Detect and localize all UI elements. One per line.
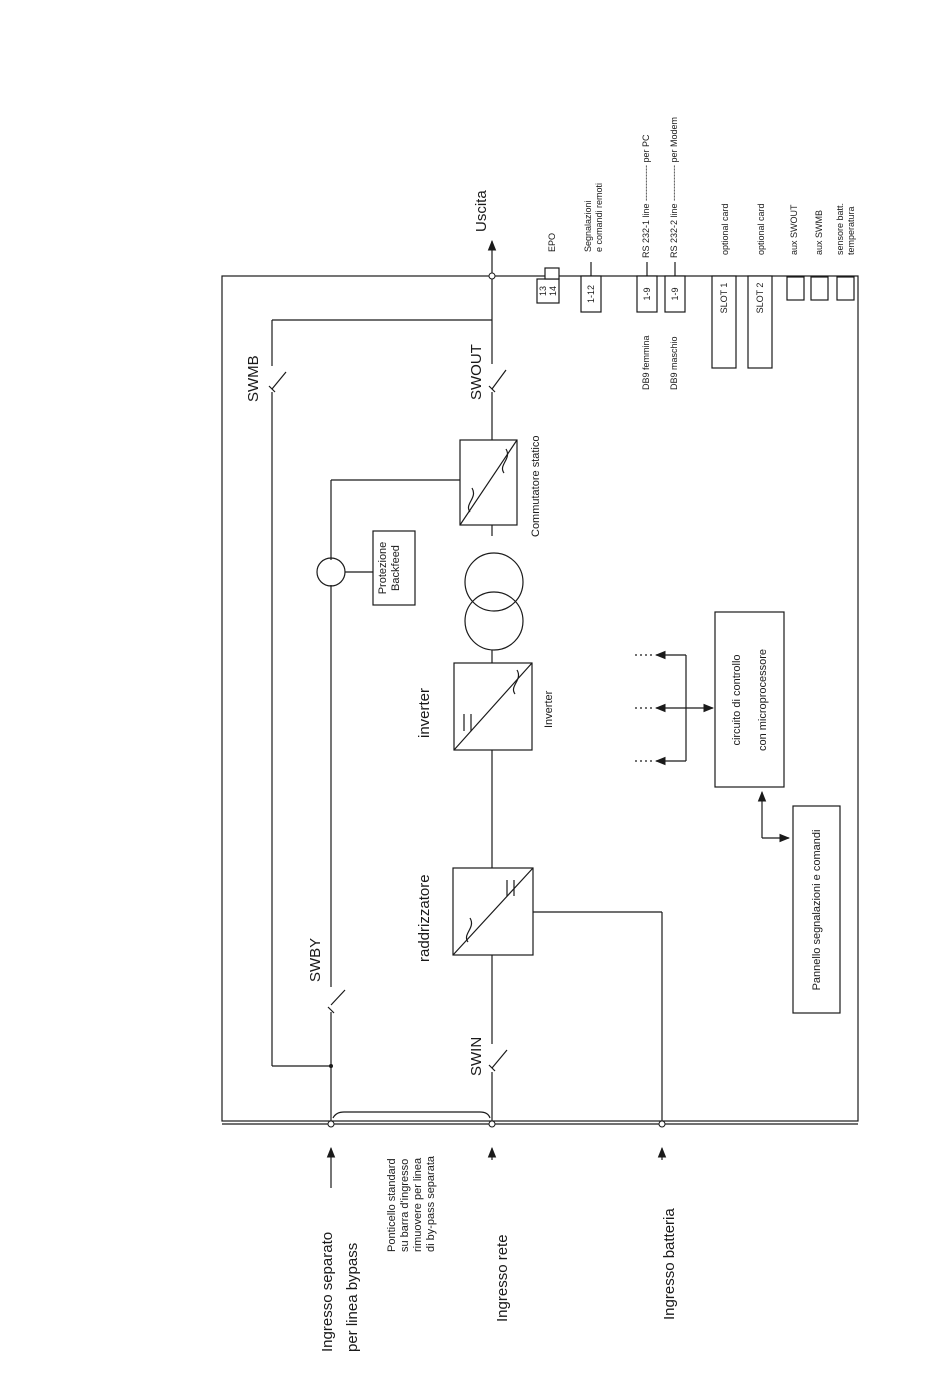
optional-card-2-label: optional card bbox=[756, 203, 766, 255]
ups-cabinet-frame bbox=[221, 275, 859, 1122]
optional-card-1-label: optional card bbox=[720, 203, 730, 255]
slot-2-label: SLOT 2 bbox=[755, 283, 765, 314]
transformer-symbol bbox=[464, 552, 524, 651]
bypass-input-label-1: Ingresso separato bbox=[319, 1232, 336, 1352]
slot-1 bbox=[711, 275, 737, 369]
aux-swmb-label: aux SWMB bbox=[814, 210, 824, 255]
mains-input-label: Ingresso rete bbox=[494, 1234, 511, 1322]
backfeed-label-2: Backfeed bbox=[390, 545, 402, 591]
mains-input-terminal bbox=[488, 1120, 496, 1128]
temp-sensor-label-2: temperatura bbox=[846, 206, 856, 255]
swby-label: SWBY bbox=[307, 938, 324, 982]
rs232-1-pins: 1-9 bbox=[642, 287, 652, 300]
panel-link bbox=[757, 790, 791, 843]
rectifier-label: raddrizzatore bbox=[416, 874, 433, 962]
swin-label: SWIN bbox=[468, 1037, 485, 1076]
inverter-block bbox=[453, 662, 533, 751]
remote-signals-pins: 1-12 bbox=[586, 285, 596, 303]
battery-temp-sensor-contact bbox=[836, 276, 855, 301]
output-label: Uscita bbox=[473, 190, 490, 232]
input-jumper-bar bbox=[332, 1111, 491, 1119]
control-bus bbox=[632, 650, 715, 766]
bypass-input-label-2: per linea bypass bbox=[344, 1243, 361, 1352]
rs232-2-pins: 1-9 bbox=[670, 287, 680, 300]
jumper-note-2: su barra d'ingresso bbox=[399, 1159, 411, 1252]
jumper-note-4: di by-pass separata bbox=[425, 1155, 437, 1252]
swout-label: SWOUT bbox=[468, 344, 485, 400]
main-power-line bbox=[488, 276, 508, 1124]
inverter-small-label: Inverter bbox=[543, 690, 555, 728]
remote-signals-label-1: Segnalazioni bbox=[583, 200, 593, 252]
db9-male-label: DB9 maschio bbox=[669, 336, 679, 390]
control-circuit-block bbox=[714, 611, 785, 788]
aux-swmb-contact bbox=[810, 276, 829, 301]
static-switch-block bbox=[459, 439, 518, 526]
epo-label: EPO bbox=[547, 233, 557, 252]
temp-sensor-label-1: sensore batt. bbox=[835, 203, 845, 255]
inverter-label: inverter bbox=[416, 688, 433, 738]
panel-label: Pannello segnalazioni e comandi bbox=[811, 830, 823, 991]
epo-pin-14: 14 bbox=[548, 286, 558, 296]
backfeed-protection-block bbox=[372, 530, 416, 606]
jumper-note-1: Ponticello standard bbox=[386, 1158, 398, 1252]
static-switch-label: Commutatore statico bbox=[530, 436, 542, 537]
aux-swout-label: aux SWOUT bbox=[789, 204, 799, 255]
backfeed-label-1: Protezione bbox=[377, 542, 389, 595]
db9-female-label: DB9 femmina bbox=[641, 335, 651, 390]
control-label-1: circuito di controllo bbox=[731, 654, 743, 745]
rectifier-block bbox=[452, 867, 534, 956]
rs232-1-label: RS 232-1 line ------------ per PC bbox=[641, 134, 651, 258]
maintenance-bypass-line bbox=[268, 319, 492, 1068]
swmb-label: SWMB bbox=[245, 355, 262, 402]
control-panel-block bbox=[792, 805, 841, 1014]
battery-input-terminal bbox=[658, 1120, 666, 1128]
slot-2 bbox=[747, 275, 773, 369]
jumper-note-3: rimuovere per linea bbox=[412, 1157, 424, 1252]
control-label-2: con microprocessore bbox=[757, 649, 769, 751]
epo-pin-13: 13 bbox=[538, 286, 548, 296]
battery-input-label: Ingresso batteria bbox=[661, 1208, 678, 1320]
output-terminal bbox=[488, 272, 496, 280]
rs232-2-label: RS 232-2 line ------------ per Modem bbox=[669, 117, 679, 258]
remote-signals-label-2: e comandi remoti bbox=[594, 183, 604, 252]
aux-swout-contact bbox=[786, 276, 805, 301]
slot-1-label: SLOT 1 bbox=[719, 283, 729, 314]
backfeed-sensor-ct bbox=[316, 557, 346, 587]
bypass-input-terminal bbox=[327, 1120, 335, 1128]
